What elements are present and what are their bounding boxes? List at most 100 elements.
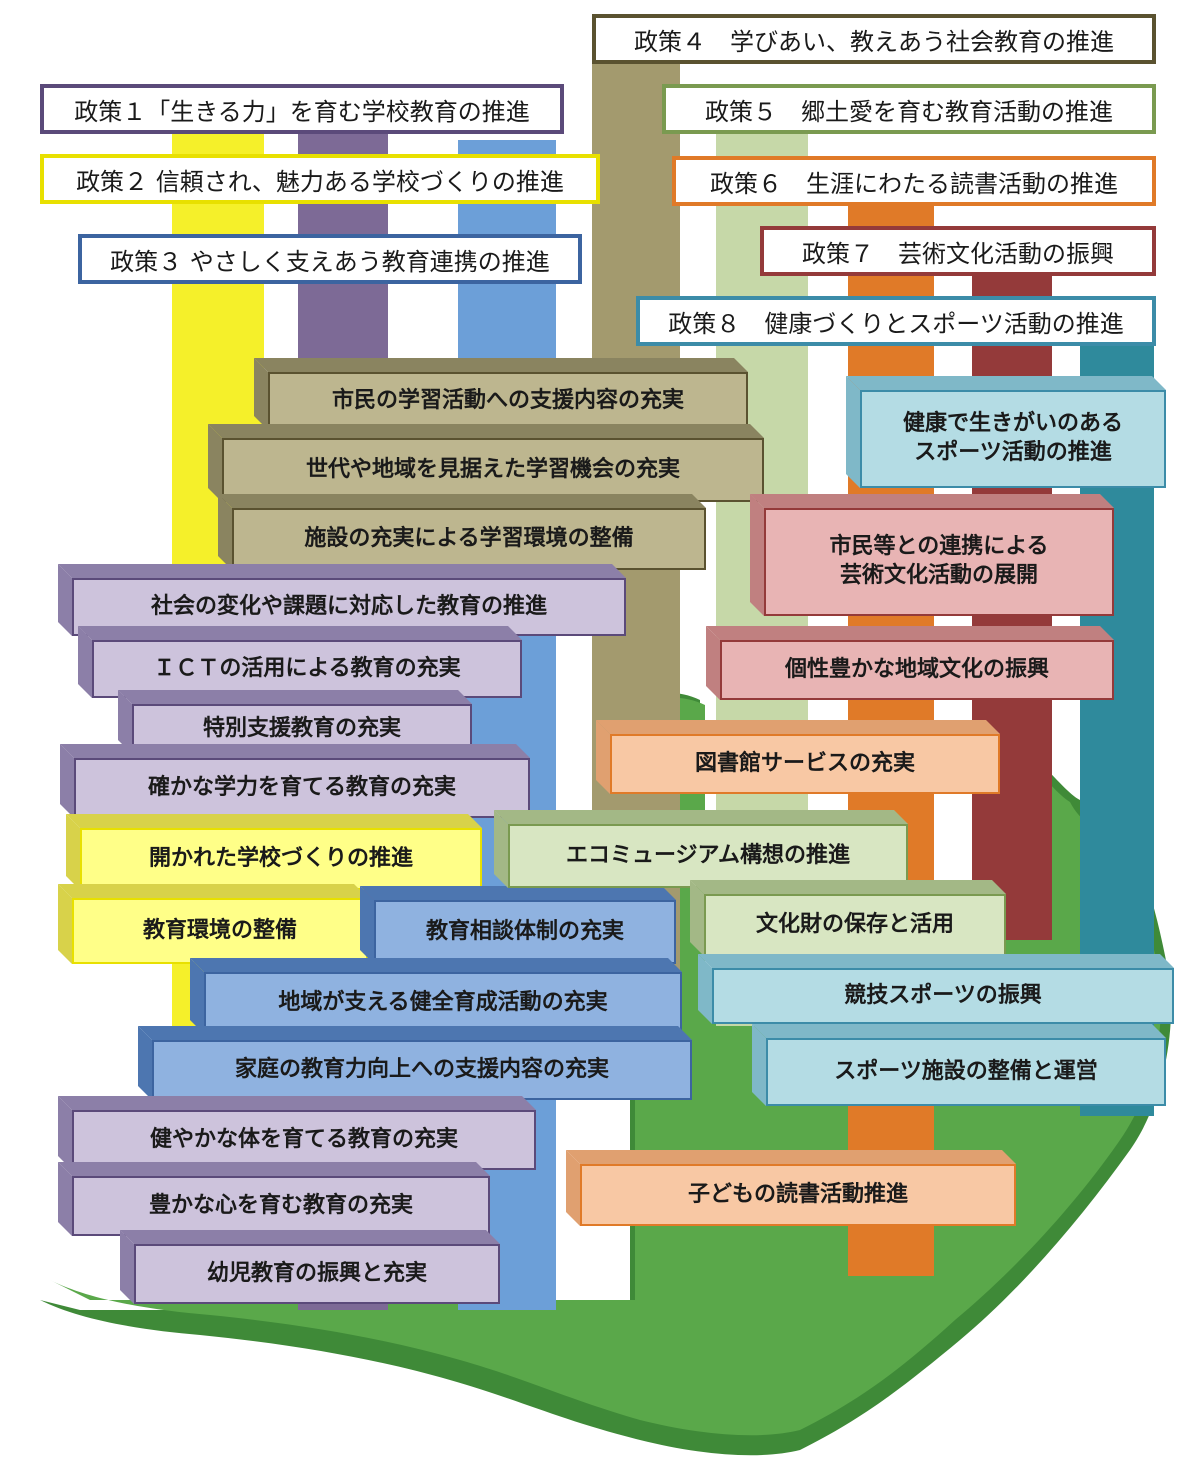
measure-block-top [690,880,1006,894]
measure-label: 世代や地域を見据えた学習機会の充実 [222,438,764,502]
measure-label: 競技スポーツの振興 [712,968,1174,1024]
measure-block-top [494,810,908,824]
measure-block-side [218,494,232,570]
measure-block-side [58,1162,72,1236]
measure-label: 個性豊かな地域文化の振興 [720,640,1114,700]
policy-header-p7: 政策７ 芸術文化活動の振興 [760,226,1156,276]
measure-block-top [58,1162,490,1176]
measure-block-side [60,744,74,818]
measure-block-top [58,1096,536,1110]
measure-block-side [596,720,610,794]
measure-block-top [190,958,682,972]
measure-block-side [706,626,720,700]
policy-header-p3: 政策３ やさしく支えあう教育連携の推進 [78,234,582,284]
policy-header-p8: 政策８ 健康づくりとスポーツ活動の推進 [636,296,1156,346]
measure-label: 文化財の保存と活用 [704,894,1006,956]
measure-block: 市民の学習活動への支援内容の充実 [254,358,748,430]
measure-block-top [750,494,1114,508]
measure-label: 健康で生きがいのある スポーツ活動の推進 [860,390,1166,488]
measure-block-side [494,810,508,888]
measure-block-side [118,690,132,754]
measure-label: 豊かな心を育む教育の充実 [72,1176,490,1236]
measure-block-side [78,626,92,698]
policy-header-p5: 政策５ 郷土愛を育む教育活動の推進 [662,84,1156,134]
measure-block-top [752,1024,1166,1038]
measure-block-side [120,1230,134,1304]
measure-block: 幼児教育の振興と充実 [120,1230,500,1304]
measure-block: ＩＣＴの活用による教育の充実 [78,626,522,698]
measure-block-top [566,1150,1016,1164]
policy-header-p1: 政策１「生きる力」を育む学校教育の推進 [40,84,564,134]
measure-block-side [208,424,222,502]
measure-block-top [60,744,530,758]
measure-block: 市民等との連携による 芸術文化活動の展開 [750,494,1114,616]
measure-block-top [118,690,472,704]
measure-block-side [690,880,704,956]
measure-block-side [190,958,204,1034]
measure-label: 子どもの読書活動推進 [580,1164,1016,1226]
measure-block-side [698,954,712,1024]
measure-label: ＩＣＴの活用による教育の充実 [92,640,522,698]
measure-block-top [58,564,626,578]
measure-block: 個性豊かな地域文化の振興 [706,626,1114,700]
measure-block-side [58,564,72,636]
measure-label: スポーツ施設の整備と運営 [766,1038,1166,1106]
measure-block-side [58,1096,72,1170]
measure-block: スポーツ施設の整備と運営 [752,1024,1166,1106]
measure-label: 健やかな体を育てる教育の充実 [72,1110,536,1170]
measure-block-top [120,1230,500,1244]
measure-block-side [750,494,764,616]
measure-block: 開かれた学校づくりの推進 [66,814,482,890]
measure-block: 健康で生きがいのある スポーツ活動の推進 [846,376,1166,488]
measure-label: 施設の充実による学習環境の整備 [232,508,706,570]
policy-header-p4: 政策４ 学びあい、教えあう社会教育の推進 [592,14,1156,64]
measure-block: 健やかな体を育てる教育の充実 [58,1096,536,1170]
measure-block-side [846,376,860,488]
measure-block-top [208,424,764,438]
measure-block: 家庭の教育力向上への支援内容の充実 [138,1026,692,1100]
measure-block-top [360,886,676,900]
measure-block: 世代や地域を見据えた学習機会の充実 [208,424,764,502]
measure-label: 幼児教育の振興と充実 [134,1244,500,1304]
measure-label: 地域が支える健全育成活動の充実 [204,972,682,1034]
measure-block-side [566,1150,580,1226]
measure-block-top [846,376,1166,390]
measure-label: 市民等との連携による 芸術文化活動の展開 [764,508,1114,616]
measure-block: エコミュージアム構想の推進 [494,810,908,888]
measure-block: 教育相談体制の充実 [360,886,676,964]
measure-block: 地域が支える健全育成活動の充実 [190,958,682,1034]
measure-block: 教育環境の整備 [58,884,368,964]
measure-block-side [254,358,268,430]
measure-block: 図書館サービスの充実 [596,720,1000,794]
measure-block-top [58,884,368,898]
measure-label: 教育環境の整備 [72,898,368,964]
measure-block-top [254,358,748,372]
measure-block: 確かな学力を育てる教育の充実 [60,744,530,818]
measure-label: 開かれた学校づくりの推進 [80,828,482,890]
measure-block-side [66,814,80,890]
measure-block-top [706,626,1114,640]
measure-block-top [698,954,1174,968]
policy-header-p6: 政策６ 生涯にわたる読書活動の推進 [672,156,1156,206]
measure-block-top [596,720,1000,734]
measure-label: 家庭の教育力向上への支援内容の充実 [152,1040,692,1100]
measure-block-side [58,884,72,964]
measure-label: 確かな学力を育てる教育の充実 [74,758,530,818]
measure-block-top [78,626,522,640]
policy-header-p2: 政策２ 信頼され、魅力ある学校づくりの推進 [40,154,600,204]
measure-block-side [138,1026,152,1100]
measure-block-top [66,814,482,828]
measure-label: エコミュージアム構想の推進 [508,824,908,888]
measure-block-top [138,1026,692,1040]
measure-block: 子どもの読書活動推進 [566,1150,1016,1226]
measure-label: 教育相談体制の充実 [374,900,676,964]
measure-block: 競技スポーツの振興 [698,954,1174,1024]
measure-label: 市民の学習活動への支援内容の充実 [268,372,748,430]
measure-block-top [218,494,706,508]
measure-block-side [752,1024,766,1106]
measure-block: 豊かな心を育む教育の充実 [58,1162,490,1236]
measure-block: 施設の充実による学習環境の整備 [218,494,706,570]
measure-block-side [360,886,374,964]
measure-label: 図書館サービスの充実 [610,734,1000,794]
